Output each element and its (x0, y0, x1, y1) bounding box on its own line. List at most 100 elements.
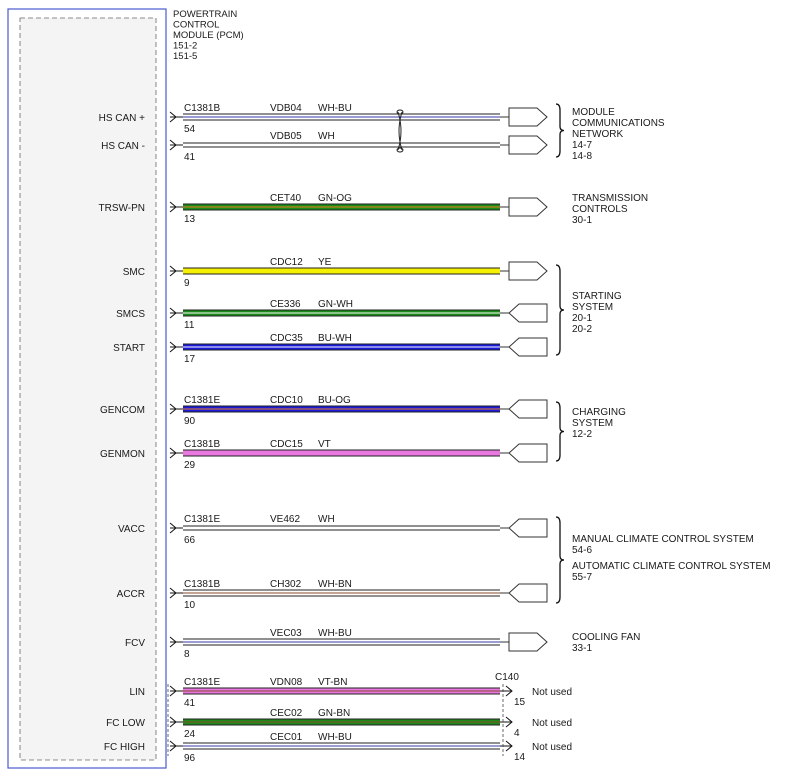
wire-color-code: BU-OG (318, 395, 351, 406)
dest-line: MODULE (572, 107, 615, 118)
dest-line: 54-6 (572, 545, 592, 556)
status-not-used: Not used (532, 687, 572, 698)
connector-in-icon (500, 583, 548, 603)
pcm-title-line: CONTROL (173, 20, 219, 31)
dest-line: 20-2 (572, 324, 592, 335)
pin-name: SMC (123, 267, 145, 278)
circuit-id: CDC35 (270, 333, 303, 344)
connector-id: C1381E (184, 395, 220, 406)
pin-name: SMCS (116, 309, 145, 320)
wire-color-code: WH-BN (318, 579, 352, 590)
pin-name: LIN (129, 687, 145, 698)
connector-id: C1381E (184, 514, 220, 525)
wire-color-code: YE (318, 257, 332, 268)
wire-color-code: VT-BN (318, 677, 347, 688)
connector-id: C1381B (184, 439, 220, 450)
connector-in-icon (500, 337, 548, 357)
dest-line: SYSTEM (572, 418, 613, 429)
dest-line: 14-7 (572, 140, 592, 151)
circuit-id: VDN08 (270, 677, 303, 688)
pin-number: 66 (184, 535, 196, 546)
wire-color-code: WH-BU (318, 628, 352, 639)
circuit-id: CEC02 (270, 708, 303, 719)
pin-terminal-icon (500, 716, 513, 728)
pcm-module-inner (19, 17, 157, 761)
dest-line: CONTROLS (572, 204, 628, 215)
circuit-id: CDC12 (270, 257, 303, 268)
circuit-id: CE336 (270, 299, 301, 310)
pin-name: FCV (125, 638, 145, 649)
connector-out-icon (500, 632, 548, 652)
pin-name: HS CAN + (99, 113, 146, 124)
wire-color-code: VT (318, 439, 331, 450)
circuit-id: VDB04 (270, 103, 302, 114)
pcm-title-line: MODULE (PCM) (173, 30, 244, 41)
pin-number: 29 (184, 460, 196, 471)
pin-name: ACCR (117, 589, 145, 600)
dest-line: 12-2 (572, 429, 592, 440)
connector-out-icon (500, 135, 548, 155)
wire-color-code: WH-BU (318, 103, 352, 114)
dest-line: SYSTEM (572, 302, 613, 313)
dest-line: 33-1 (572, 643, 592, 654)
pin-number: 90 (184, 416, 196, 427)
wire-color-code: GN-BN (318, 708, 350, 719)
dest-line: AUTOMATIC CLIMATE CONTROL SYSTEM (572, 561, 771, 572)
connector-id: C1381E (184, 677, 220, 688)
pin-terminal-icon (500, 740, 513, 752)
wire-color-code: GN-OG (318, 193, 352, 204)
connector-in-icon (500, 443, 548, 463)
pcm-title-line: 151-5 (173, 51, 197, 62)
twisted-pair-icon (398, 111, 403, 151)
destination-labels: MODULECOMMUNICATIONSNETWORK14-714-8TRANS… (572, 107, 771, 654)
wire-color-code: GN-WH (318, 299, 353, 310)
pin-terminal-icon (500, 685, 513, 697)
dest-line: 20-1 (572, 313, 592, 324)
pin-number: 10 (184, 600, 196, 611)
bracket-climate (555, 516, 565, 604)
dest-line: COMMUNICATIONS (572, 118, 665, 129)
circuit-ve462[interactable]: VACC C1381E VE462 WH 66 (118, 514, 548, 546)
pin-name: VACC (118, 524, 145, 535)
wire-color-code: WH (318, 514, 335, 525)
status-not-used: Not used (532, 718, 572, 729)
status-not-used: Not used (532, 742, 572, 753)
dest-line: TRANSMISSION (572, 193, 648, 204)
circuit-id: VEC03 (270, 628, 302, 639)
pin-number: 13 (184, 214, 196, 225)
circuit-id: VE462 (270, 514, 300, 525)
connector-in-icon (500, 303, 548, 323)
connector-id: C1381B (184, 103, 220, 114)
dest-line: 55-7 (572, 572, 592, 583)
dest-line: NETWORK (572, 129, 623, 140)
circuit-id: CDC10 (270, 395, 303, 406)
circuit-id: CET40 (270, 193, 302, 204)
wire-color-code: WH (318, 131, 335, 142)
dest-line: 14-8 (572, 151, 592, 162)
connector-out-icon (500, 261, 548, 281)
wire-color-code: WH-BU (318, 732, 352, 743)
